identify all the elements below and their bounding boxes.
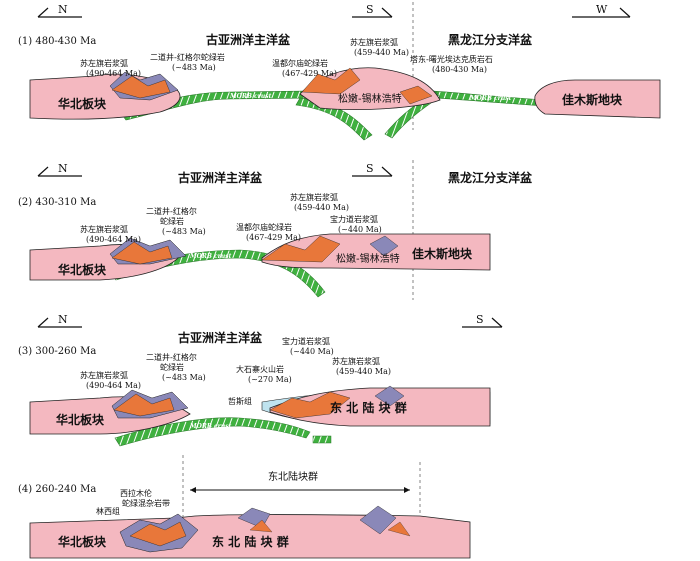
svg-text:N: N bbox=[58, 162, 68, 175]
south-label: S bbox=[366, 3, 374, 16]
west-label: W bbox=[596, 3, 608, 16]
wendu-ophiolite bbox=[301, 67, 361, 95]
stage-label: (3) 300-260 Ma bbox=[18, 346, 96, 357]
svg-text:S: S bbox=[366, 162, 374, 175]
arc-magma-2 bbox=[111, 241, 173, 265]
slab-main-3 bbox=[114, 417, 311, 447]
svg-text:古亚洲洋主洋盆: 古亚洲洋主洋盆 bbox=[178, 330, 263, 345]
svg-text:古亚洲洋主洋盆: 古亚洲洋主洋盆 bbox=[178, 170, 263, 185]
arc-magma-3 bbox=[113, 393, 175, 417]
svg-text:松嫩-锡林浩特: 松嫩-锡林浩特 bbox=[336, 252, 400, 265]
north-marker: N bbox=[37, 3, 82, 18]
svg-text:苏左旗岩浆弧: 苏左旗岩浆弧 bbox=[80, 370, 128, 380]
svg-text:温都尔庙蛇绿岩: 温都尔庙蛇绿岩 bbox=[236, 222, 292, 232]
songnen-label: 松嫩-锡林浩特 bbox=[338, 92, 402, 105]
group-label: 东北陆块群 bbox=[268, 470, 318, 483]
stage-label: (1) 480-430 Ma bbox=[18, 36, 96, 47]
stage-label: (2) 430-310 Ma bbox=[18, 197, 96, 208]
ocean-branch-label: 黑龙江分支洋盆 bbox=[448, 32, 533, 47]
arc-magma bbox=[111, 75, 171, 99]
svg-text:(459-440 Ma): (459-440 Ma) bbox=[294, 203, 349, 212]
jiamusi-label: 佳木斯地块 bbox=[562, 92, 623, 107]
suture-magma bbox=[129, 521, 187, 547]
xilamulun-label-a: 西拉木伦 bbox=[120, 488, 152, 498]
svg-text:(~483 Ma): (~483 Ma) bbox=[162, 227, 206, 236]
svg-text:蛇绿岩: 蛇绿岩 bbox=[160, 362, 184, 372]
erdaojing-age: (~483 Ma) bbox=[172, 63, 216, 72]
svg-text:(~483 Ma): (~483 Ma) bbox=[162, 373, 206, 382]
erdaojing-label: 二道井-红格尔蛇绿岩 bbox=[150, 52, 225, 62]
melange-3 bbox=[374, 385, 405, 407]
west-marker: W bbox=[572, 3, 631, 18]
morb-label-2: MORB crust bbox=[469, 95, 512, 102]
slab-fragment-3 bbox=[312, 435, 332, 444]
svg-text:黑龙江分支洋盆: 黑龙江分支洋盆 bbox=[448, 170, 533, 185]
svg-text:(467-429 Ma): (467-429 Ma) bbox=[246, 233, 301, 242]
panel-3: N S (3) 300-260 Ma 古亚洲洋主洋盆 MORB crust 华北… bbox=[18, 313, 503, 447]
tadong-age: (480-430 Ma) bbox=[432, 65, 487, 74]
svg-text:(~440 Ma): (~440 Ma) bbox=[338, 225, 382, 234]
magma-4a bbox=[249, 519, 273, 533]
wendu-age: (467-429 Ma) bbox=[282, 69, 337, 78]
svg-text:东 北 陆 块 群: 东 北 陆 块 群 bbox=[330, 400, 407, 415]
svg-text:苏左旗岩浆弧: 苏左旗岩浆弧 bbox=[332, 356, 380, 366]
svg-text:蛇绿岩: 蛇绿岩 bbox=[160, 216, 184, 226]
svg-text:二道井-红格尔: 二道井-红格尔 bbox=[146, 352, 197, 362]
adakite-body bbox=[399, 85, 433, 105]
melange-2 bbox=[369, 235, 399, 257]
svg-text:大石寨火山岩: 大石寨火山岩 bbox=[236, 364, 284, 374]
svg-text:二道井-红格尔: 二道井-红格尔 bbox=[146, 206, 197, 216]
svg-text:华北板块: 华北板块 bbox=[58, 262, 107, 277]
morb-label-1: MORB crust bbox=[229, 93, 272, 100]
south-marker-3: S bbox=[462, 313, 503, 328]
svg-text:宝力道岩浆弧: 宝力道岩浆弧 bbox=[330, 214, 378, 224]
svg-text:(490-464 Ma): (490-464 Ma) bbox=[86, 235, 141, 244]
suzuoqi2-age: (459-440 Ma) bbox=[354, 48, 409, 57]
north-plate-label: 华北板块 bbox=[58, 96, 107, 111]
ocean-main-label: 古亚洲洋主洋盆 bbox=[206, 32, 291, 47]
svg-text:(~270 Ma): (~270 Ma) bbox=[248, 375, 292, 384]
svg-text:东 北 陆 块 群: 东 北 陆 块 群 bbox=[212, 534, 289, 549]
south-marker: S bbox=[352, 3, 393, 18]
svg-text:苏左旗岩浆弧: 苏左旗岩浆弧 bbox=[290, 192, 338, 202]
wendu-label: 温都尔庙蛇绿岩 bbox=[272, 58, 328, 68]
xilamulun-label-b: 蛇绿混杂岩带 bbox=[122, 498, 170, 508]
svg-text:(~440 Ma): (~440 Ma) bbox=[290, 347, 334, 356]
north-label: N bbox=[58, 3, 68, 16]
magma-4b bbox=[387, 521, 411, 537]
panel-2: N S (2) 430-310 Ma 古亚洲洋主洋盆 黑龙江分支洋盆 MORB … bbox=[18, 160, 533, 300]
arc-suzuoqi-age: (490-464 Ma) bbox=[86, 69, 141, 78]
stage-label: (4) 260-240 Ma bbox=[18, 484, 96, 495]
north-marker-3: N bbox=[37, 313, 82, 328]
panel-1: N S W (1) 480-430 Ma 古亚洲洋主洋盆 黑龙江分支洋盆 MOR… bbox=[18, 2, 661, 141]
svg-text:MORB crust: MORB crust bbox=[189, 423, 232, 430]
svg-text:苏左旗岩浆弧: 苏左旗岩浆弧 bbox=[80, 224, 128, 234]
linxi-label: 林西组 bbox=[96, 506, 120, 516]
wendu-body-2 bbox=[261, 235, 341, 263]
svg-text:宝力道岩浆弧: 宝力道岩浆弧 bbox=[282, 336, 330, 346]
suzuoqi2-label: 苏左旗岩浆弧 bbox=[350, 37, 398, 47]
north-marker-2: N bbox=[37, 162, 82, 177]
jiamusi-block bbox=[534, 79, 661, 119]
svg-text:N: N bbox=[58, 313, 68, 326]
south-marker-2: S bbox=[352, 162, 393, 177]
svg-text:(490-464 Ma): (490-464 Ma) bbox=[86, 381, 141, 390]
tadong-label: 塔东-曙光埃达克质岩石 bbox=[410, 54, 493, 64]
svg-text:华北板块: 华北板块 bbox=[56, 412, 105, 427]
svg-text:MORB crust: MORB crust bbox=[189, 253, 232, 260]
arc-suzuoqi-label: 苏左旗岩浆弧 bbox=[80, 58, 128, 68]
svg-text:华北板块: 华北板块 bbox=[58, 534, 107, 549]
svg-text:S: S bbox=[476, 313, 484, 326]
panel-4: (4) 260-240 Ma 东北陆块群 华北板块 东 北 陆 块 群 林西组 … bbox=[18, 455, 471, 559]
svg-text:哲斯组: 哲斯组 bbox=[228, 396, 252, 406]
svg-text:(459-440 Ma): (459-440 Ma) bbox=[336, 367, 391, 376]
melange-4b bbox=[359, 505, 397, 535]
dashizhai-body bbox=[269, 391, 351, 419]
songnen-block bbox=[299, 67, 441, 110]
svg-text:佳木斯地块: 佳木斯地块 bbox=[412, 246, 473, 261]
